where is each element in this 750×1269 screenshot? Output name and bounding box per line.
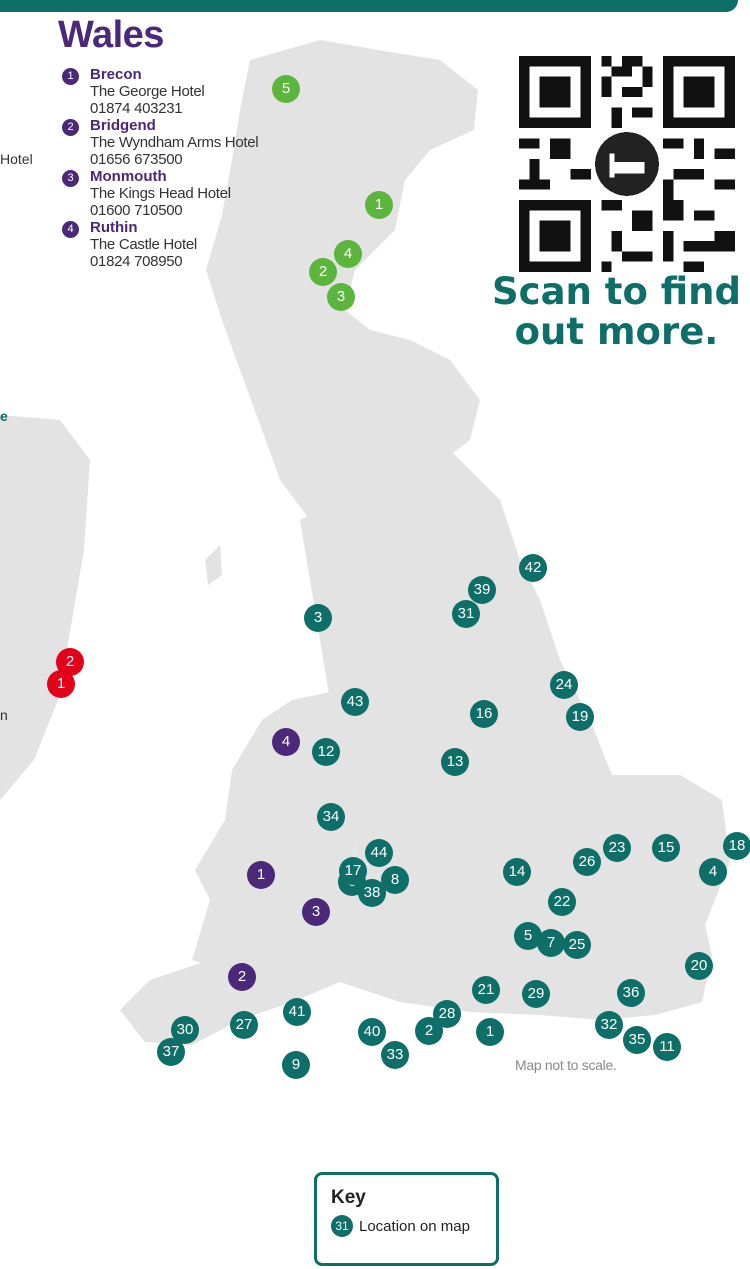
england-location-marker[interactable]: 38: [358, 879, 386, 907]
scotland-location-marker[interactable]: 2: [309, 258, 337, 286]
qr-caption: Scan to find out more.: [483, 272, 750, 352]
england-location-marker[interactable]: 12: [312, 738, 340, 766]
qr-code[interactable]: [519, 56, 735, 272]
england-location-marker[interactable]: 29: [522, 980, 550, 1008]
england-location-marker[interactable]: 37: [157, 1038, 185, 1066]
england-location-marker[interactable]: 36: [617, 979, 645, 1007]
england-landmass: [120, 450, 730, 1045]
england-location-marker[interactable]: 27: [230, 1011, 258, 1039]
scotland-location-marker[interactable]: 1: [365, 191, 393, 219]
hotel-name: The Wyndham Arms Hotel: [90, 134, 259, 151]
wales-hotel-list: 1 Brecon The George Hotel 01874 403231 2…: [62, 66, 322, 270]
england-location-marker[interactable]: 33: [381, 1041, 409, 1069]
isle-of-man: [205, 545, 222, 585]
england-location-marker[interactable]: 18: [723, 832, 750, 860]
england-location-marker[interactable]: 39: [468, 576, 496, 604]
england-location-marker[interactable]: 21: [472, 976, 500, 1004]
cut-off-text-e: e: [0, 408, 8, 424]
wales-location-marker[interactable]: 3: [302, 898, 330, 926]
hotel-number-badge: 2: [62, 119, 79, 136]
england-location-marker[interactable]: 9: [282, 1051, 310, 1079]
england-location-marker[interactable]: 43: [341, 688, 369, 716]
wales-hotel-entry: 4 Ruthin The Castle Hotel 01824 708950: [62, 219, 322, 270]
qr-caption-line2: out more.: [514, 310, 719, 353]
scale-note: Map not to scale.: [515, 1057, 617, 1073]
wales-location-marker[interactable]: 4: [272, 728, 300, 756]
key-marker-sample: 31: [331, 1215, 353, 1237]
england-location-marker[interactable]: 20: [685, 952, 713, 980]
wales-location-marker[interactable]: 2: [228, 963, 256, 991]
map-key: Key 31 Location on map: [314, 1172, 499, 1266]
hotel-number-badge: 3: [62, 170, 79, 187]
hotel-number-badge: 4: [62, 221, 79, 238]
cut-off-text-hotel: Hotel: [0, 151, 33, 167]
england-location-marker[interactable]: 42: [519, 554, 547, 582]
england-location-marker[interactable]: 15: [652, 834, 680, 862]
england-location-marker[interactable]: 22: [548, 888, 576, 916]
ireland-location-marker[interactable]: 1: [47, 670, 75, 698]
england-location-marker[interactable]: 13: [441, 748, 469, 776]
england-location-marker[interactable]: 35: [623, 1026, 651, 1054]
scotland-location-marker[interactable]: 5: [272, 75, 300, 103]
scotland-location-marker[interactable]: 3: [327, 283, 355, 311]
england-location-marker[interactable]: 40: [358, 1018, 386, 1046]
england-location-marker[interactable]: 34: [317, 803, 345, 831]
england-location-marker[interactable]: 16: [470, 700, 498, 728]
england-location-marker[interactable]: 32: [595, 1011, 623, 1039]
key-title: Key: [331, 1187, 366, 1208]
england-location-marker[interactable]: 44: [365, 839, 393, 867]
hotel-name: The Kings Head Hotel: [90, 185, 231, 202]
wales-hotel-entry: 1 Brecon The George Hotel 01874 403231: [62, 66, 322, 117]
hotel-town: Monmouth: [90, 168, 167, 185]
england-location-marker[interactable]: 26: [573, 848, 601, 876]
england-location-marker[interactable]: 1: [476, 1018, 504, 1046]
hotel-phone[interactable]: 01656 673500: [90, 151, 183, 168]
wales-hotel-entry: 3 Monmouth The Kings Head Hotel 01600 71…: [62, 168, 322, 219]
england-location-marker[interactable]: 17: [339, 857, 367, 885]
england-location-marker[interactable]: 24: [550, 671, 578, 699]
qr-caption-line1: Scan to find: [491, 270, 741, 313]
scotland-location-marker[interactable]: 4: [334, 240, 362, 268]
cut-off-text-n: n: [0, 707, 8, 723]
england-location-marker[interactable]: 2: [415, 1017, 443, 1045]
england-location-marker[interactable]: 3: [304, 604, 332, 632]
hotel-name: The Castle Hotel: [90, 236, 197, 253]
england-location-marker[interactable]: 41: [283, 998, 311, 1026]
key-row: 31 Location on map: [331, 1215, 496, 1237]
ireland-landmass: [0, 415, 90, 800]
top-band: [0, 0, 738, 12]
region-title: Wales: [58, 14, 164, 56]
england-location-marker[interactable]: 19: [566, 703, 594, 731]
hotel-number-badge: 1: [62, 68, 79, 85]
england-location-marker[interactable]: 11: [653, 1033, 681, 1061]
hotel-name: The George Hotel: [90, 83, 205, 100]
hotel-phone[interactable]: 01600 710500: [90, 202, 183, 219]
england-location-marker[interactable]: 23: [603, 834, 631, 862]
hotel-phone[interactable]: 01874 403231: [90, 100, 183, 117]
wales-hotel-entry: 2 Bridgend The Wyndham Arms Hotel 01656 …: [62, 117, 322, 168]
key-label: Location on map: [359, 1217, 470, 1235]
hotel-town: Bridgend: [90, 117, 156, 134]
hotel-town: Brecon: [90, 66, 142, 83]
wales-location-marker[interactable]: 1: [247, 861, 275, 889]
england-location-marker[interactable]: 14: [503, 858, 531, 886]
england-location-marker[interactable]: 7: [537, 929, 565, 957]
england-location-marker[interactable]: 25: [563, 931, 591, 959]
hotel-town: Ruthin: [90, 219, 138, 236]
hotel-phone[interactable]: 01824 708950: [90, 253, 183, 270]
scotland-landmass: [206, 40, 480, 520]
england-location-marker[interactable]: 4: [699, 858, 727, 886]
england-location-marker[interactable]: 31: [452, 600, 480, 628]
